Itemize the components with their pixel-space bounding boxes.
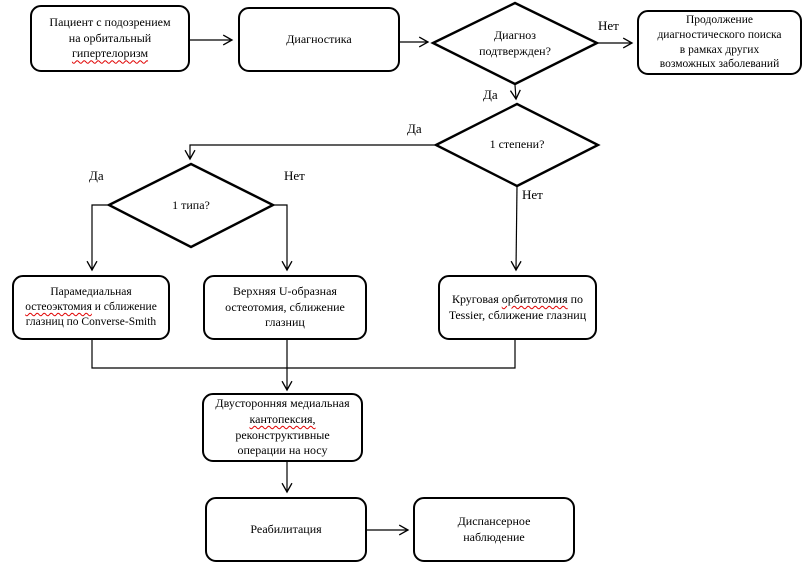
node-continue-search: Продолжение диагностического поиска в ра… bbox=[637, 10, 802, 75]
label-confirmed-yes: Да bbox=[483, 87, 498, 102]
edge-degree1-yes-to-type1 bbox=[184, 144, 436, 161]
edge-degree1-no-to-circular bbox=[510, 185, 522, 272]
node-circular-orbitotomy: Круговая орбитотомия по Tessier, сближен… bbox=[438, 275, 597, 340]
label-type1-yes: Да bbox=[89, 168, 104, 183]
node-patient: Пациент с подозрением на орбитальный гип… bbox=[30, 5, 190, 72]
label-confirmed-no: Нет bbox=[598, 18, 619, 33]
node-dispensary-observation: Диспансерное наблюдение bbox=[413, 497, 575, 562]
misspelled-word: остеоэктомия bbox=[25, 301, 92, 314]
node-cantopexy: Двусторонняя медиальная кантопексия, рек… bbox=[202, 393, 363, 462]
misspelled-word: орбитотомия bbox=[501, 291, 568, 306]
label-degree1-yes: Да bbox=[407, 121, 422, 136]
node-rehabilitation: Реабилитация bbox=[205, 497, 367, 562]
edge-confirmed-yes-to-degree1 bbox=[509, 84, 521, 101]
label-type1-no: Нет bbox=[284, 168, 305, 183]
node-diagnostics: Диагностика bbox=[238, 7, 400, 72]
decision-degree1 bbox=[433, 102, 601, 188]
misspelled-word: гипертелоризм bbox=[71, 46, 149, 61]
node-upper-u-osteotomy: Верхняя U-образная остеотомия, сближение… bbox=[203, 275, 367, 340]
edge-type1-yes-to-paramedial bbox=[86, 204, 109, 272]
node-paramedial-osteoectomy: Парамедиальная остеоэктомия и сближение … bbox=[12, 275, 170, 340]
edge-type1-no-to-upperu bbox=[273, 204, 293, 272]
misspelled-word: кантопексия, bbox=[249, 411, 316, 426]
edge-paramedial-merge bbox=[91, 340, 516, 369]
decision-type1 bbox=[106, 162, 276, 249]
decision-diagnosis-confirmed bbox=[430, 1, 600, 86]
label-degree1-no: Нет bbox=[522, 187, 543, 202]
